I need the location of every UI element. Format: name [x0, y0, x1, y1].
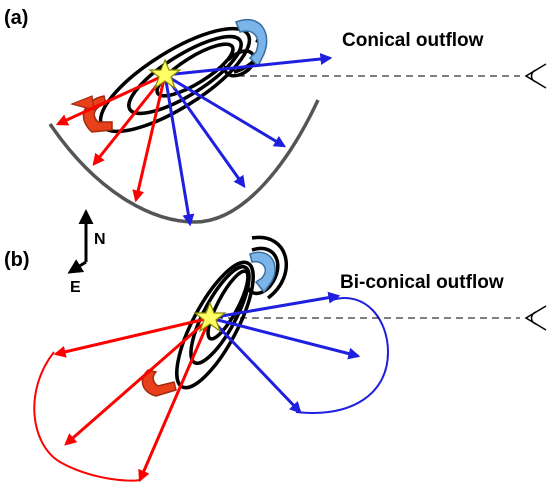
- red-arrows-b: [53, 316, 212, 483]
- panel-a-label: (a): [4, 7, 28, 29]
- panel-b: (b) Bi-conical outflow: [4, 235, 547, 483]
- panel-b-label: (b): [4, 249, 30, 271]
- eye-icon: [524, 305, 547, 331]
- compass-north-label: N: [94, 231, 106, 248]
- star-icon: [148, 58, 182, 90]
- lobe-outline-red: [33, 351, 141, 482]
- eye-icon: [524, 63, 547, 89]
- panel-b-title: Bi-conical outflow: [340, 272, 504, 293]
- compass-east-label: E: [70, 279, 81, 296]
- blue-arrows-b: [208, 291, 361, 414]
- cone-outline-a: [48, 99, 320, 224]
- rotation-arrow-blue-b: [249, 251, 276, 294]
- compass-icon: N E: [67, 209, 106, 296]
- blue-arrows-a: [163, 53, 333, 227]
- red-arrows-a: [55, 73, 167, 203]
- panel-a-title: Conical outflow: [342, 30, 484, 51]
- rotation-arrow-blue-a: [235, 19, 268, 68]
- rotation-arrow-red-b: [141, 369, 177, 397]
- disk-b: [175, 235, 288, 390]
- panel-a: (a) Conical outflow: [4, 7, 547, 227]
- star-icon: [193, 301, 227, 333]
- rotation-arrowhead-red-a: [70, 95, 95, 111]
- lobe-outline-blue: [295, 297, 390, 414]
